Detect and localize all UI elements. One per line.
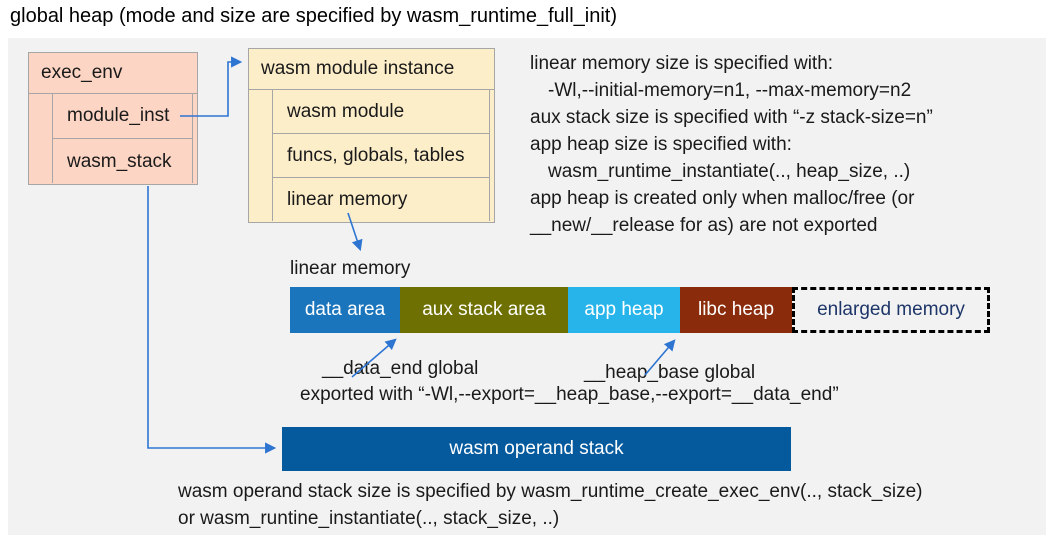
- segment-libc-heap: libc heap: [680, 287, 792, 333]
- diagram-title: global heap (mode and size are specified…: [10, 5, 617, 27]
- segment-aux-stack-area: aux stack area: [400, 287, 568, 333]
- data-end-global-label: __data_end global: [322, 358, 479, 379]
- exec-env-box: exec_env module_inst wasm_stack: [28, 52, 198, 185]
- exec-env-header: exec_env: [29, 53, 197, 94]
- module-instance-indent-column: [249, 90, 273, 221]
- module-instance-box: wasm module instance wasm module funcs, …: [248, 48, 495, 223]
- module-instance-header: wasm module instance: [249, 49, 494, 90]
- note-line: app heap size is specified with:: [530, 134, 792, 155]
- segment-enlarged-memory: enlarged memory: [792, 287, 990, 333]
- wasm-operand-stack-bar: wasm operand stack: [282, 427, 791, 471]
- size-notes: linear memory size is specified with: -W…: [530, 50, 933, 239]
- heap-base-global-label: __heap_base global: [584, 362, 756, 383]
- note-line: wasm_runtime_instantiate(.., heap_size, …: [548, 161, 911, 182]
- note-line: aux stack size is specified with “-z sta…: [530, 107, 933, 128]
- operand-stack-notes: wasm operand stack size is specified by …: [178, 478, 923, 532]
- exec-env-row-wasm-stack: wasm_stack: [67, 150, 172, 172]
- module-instance-row-linear-memory: linear memory: [287, 189, 408, 210]
- note-line: linear memory size is specified with:: [530, 53, 834, 74]
- note-line: wasm operand stack size is specified by …: [178, 481, 923, 502]
- exported-flags-label: exported with “-Wl,--export=__heap_base,…: [300, 384, 839, 405]
- note-line: -Wl,--initial-memory=n1, --max-memory=n2: [548, 80, 912, 101]
- linear-memory-label: linear memory: [290, 258, 411, 279]
- segment-data-area: data area: [290, 287, 400, 333]
- segment-app-heap: app heap: [568, 287, 680, 333]
- exec-env-indent-column: [29, 94, 53, 183]
- module-instance-row-wasm-module: wasm module: [273, 90, 489, 134]
- exec-env-row-module-inst: module_inst: [53, 94, 192, 139]
- note-line: __new/__release for as) are not exported: [530, 215, 878, 236]
- module-instance-row-funcs-globals-tables: funcs, globals, tables: [273, 134, 489, 178]
- linear-memory-bar: data area aux stack area app heap libc h…: [290, 287, 990, 333]
- note-line: app heap is created only when malloc/fre…: [530, 188, 915, 209]
- note-line: or wasm_runtine_instantiate(.., stack_si…: [178, 508, 560, 529]
